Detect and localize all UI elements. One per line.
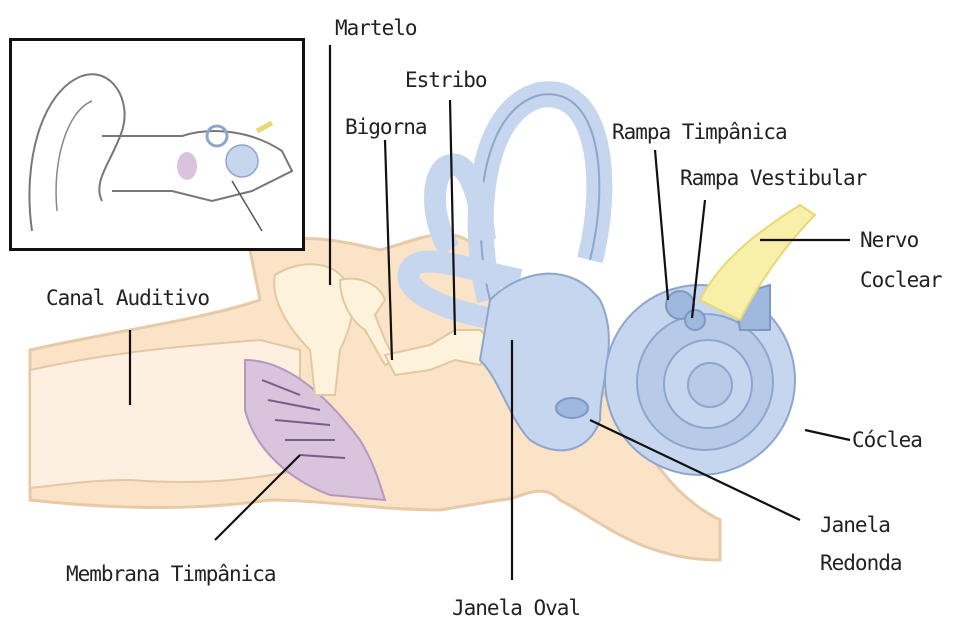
cochlea-spiral xyxy=(605,285,795,475)
label-coclear: Coclear xyxy=(860,268,942,293)
label-janela-redonda-2: Redonda xyxy=(820,551,902,576)
label-rampa-timpanica: Rampa Timpânica xyxy=(612,120,787,145)
whole-ear-inset xyxy=(9,38,305,251)
round-window xyxy=(556,398,588,418)
label-membrana-timpanica: Membrana Timpânica xyxy=(66,562,276,587)
label-janela-redonda-1: Janela xyxy=(820,513,890,538)
label-estribo: Estribo xyxy=(405,68,487,93)
label-janela-oval: Janela Oval xyxy=(452,596,580,621)
label-rampa-vestibular: Rampa Vestibular xyxy=(680,166,866,191)
label-canal-auditivo: Canal Auditivo xyxy=(46,286,209,311)
outer-ear-sketch xyxy=(12,41,302,248)
label-bigorna: Bigorna xyxy=(345,115,427,140)
label-nervo: Nervo xyxy=(860,228,918,253)
label-martelo: Martelo xyxy=(335,16,417,41)
label-coclea: Cóclea xyxy=(852,428,922,453)
